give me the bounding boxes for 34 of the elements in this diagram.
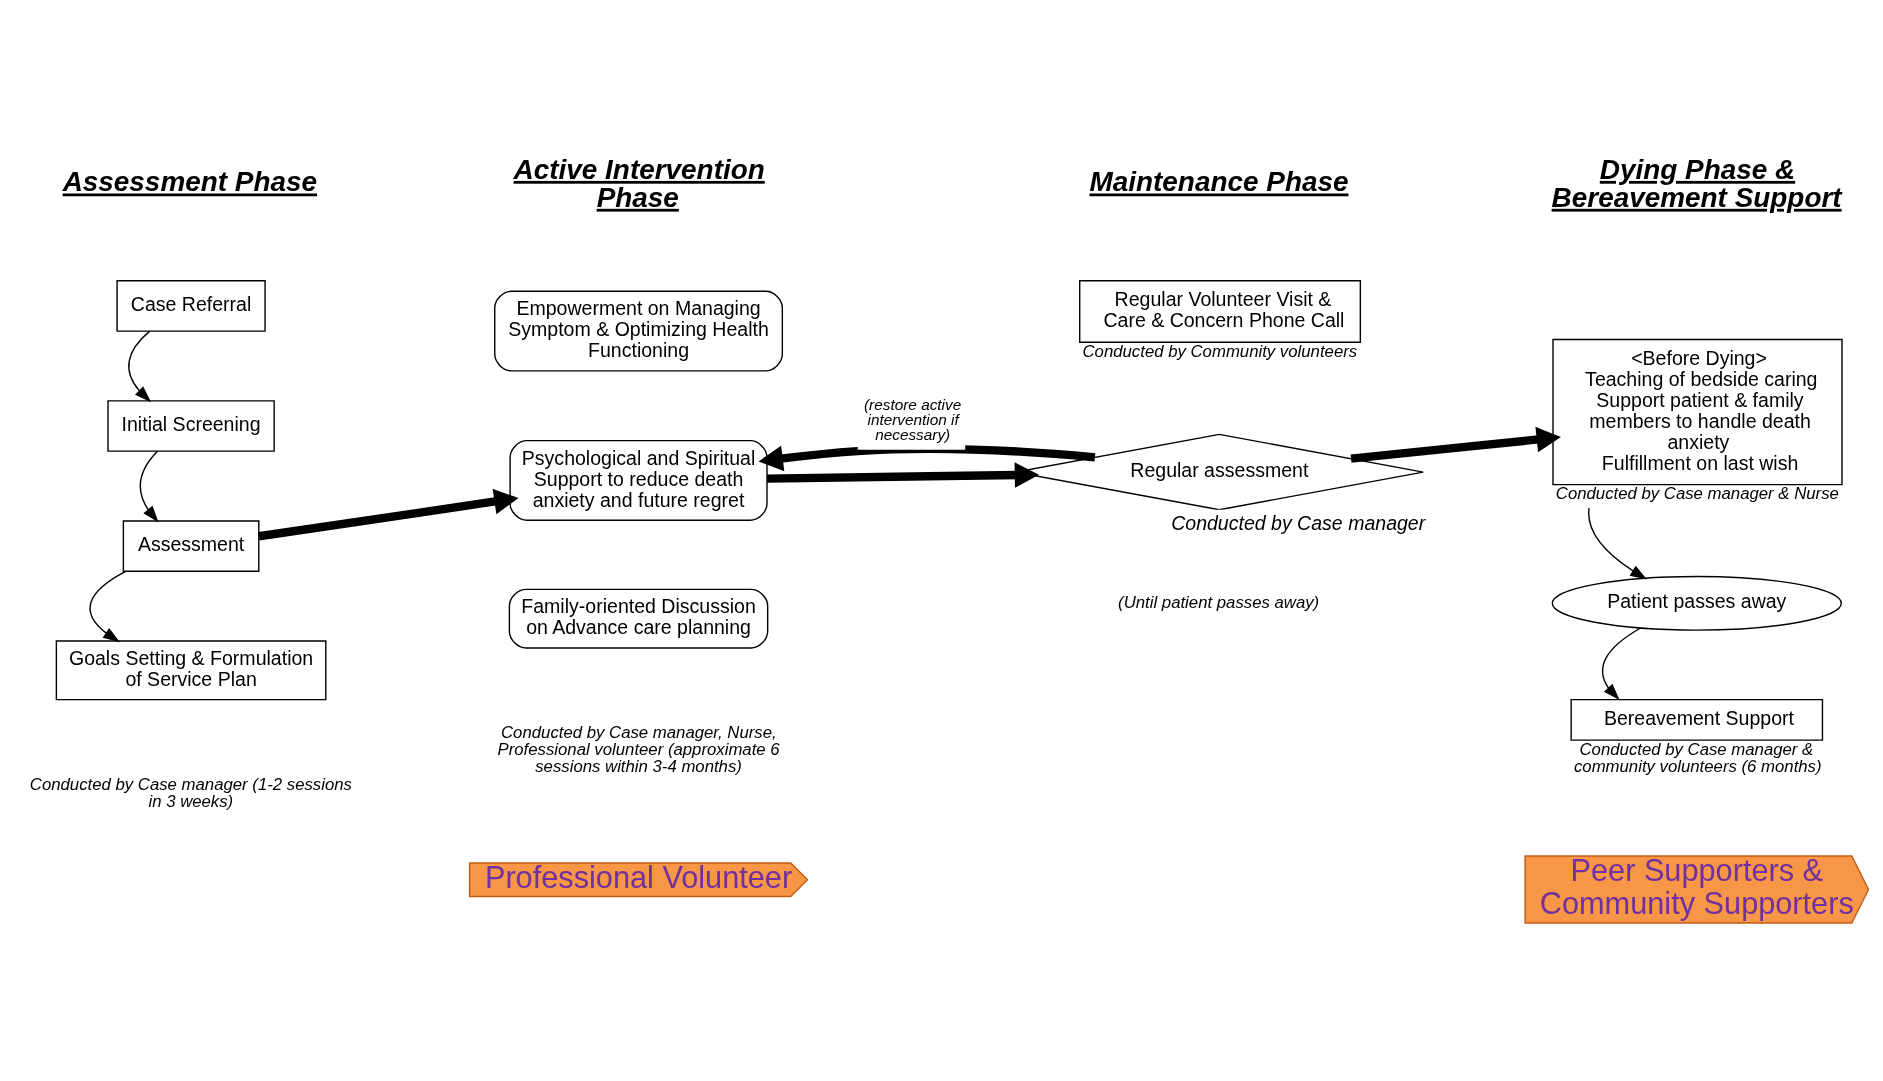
edge-label: (restore active intervention if necessary) bbox=[864, 395, 962, 444]
label: Professional Volunteer bbox=[484, 859, 793, 895]
node-label: Conducted by Case manager & Nurse bbox=[1555, 484, 1839, 504]
node-box: Initial Screening bbox=[107, 400, 275, 452]
label: Active Intervention Phase bbox=[513, 153, 765, 213]
node-box: Regular Volunteer Visit & Care & Concern Phone Call bbox=[1079, 280, 1362, 343]
arrow bbox=[1588, 507, 1647, 580]
label: Peer Supporters & Community Supporters bbox=[1539, 852, 1854, 922]
node-box: <Before Dying> Teaching of bedside caring Support patient & family members to handle death anxiety Fulfillment on last wish bbox=[1552, 338, 1843, 486]
label: Dying Phase & Bereavement Support bbox=[1551, 153, 1842, 213]
node-box: Case Referral bbox=[116, 280, 266, 332]
node-box: Assessment bbox=[122, 520, 260, 572]
node-box: Goals Setting & Formulation of Service Plan bbox=[55, 640, 327, 701]
arrow bbox=[89, 570, 127, 643]
arrow bbox=[758, 444, 1096, 472]
node-label: Conducted by Case manager & community volunteers (6 months) bbox=[1573, 739, 1822, 776]
node-box: Psychological and Spiritual Support to reduce death anxiety and future regret bbox=[509, 440, 768, 521]
arrow bbox=[1601, 627, 1641, 701]
arrow bbox=[767, 462, 1040, 488]
arrow bbox=[258, 488, 519, 541]
label: (Until patient passes away) bbox=[1118, 592, 1320, 612]
node-ellipse: Patient passes away bbox=[1551, 575, 1842, 631]
label: Maintenance Phase bbox=[1089, 166, 1349, 198]
arrow bbox=[128, 330, 152, 403]
node-label: Conducted by Case manager bbox=[1171, 512, 1426, 535]
node-box: Bereavement Support bbox=[1570, 698, 1824, 741]
arrow bbox=[1350, 426, 1561, 463]
node-box: Empowerment on Managing Symptom & Optimizing Health Functioning bbox=[494, 290, 784, 372]
arrow bbox=[139, 450, 159, 523]
node-box: Family-oriented Discussion on Advance care planning bbox=[508, 588, 769, 649]
node-label: Conducted by Community volunteers bbox=[1082, 342, 1358, 362]
label: Assessment Phase bbox=[62, 166, 318, 198]
label: Conducted by Case manager, Nurse, Professional volunteer (approximate 6 sessions within 3-4 months) bbox=[497, 723, 780, 776]
label: Conducted by Case manager (1-2 sessions in 3 weeks) bbox=[29, 774, 352, 811]
